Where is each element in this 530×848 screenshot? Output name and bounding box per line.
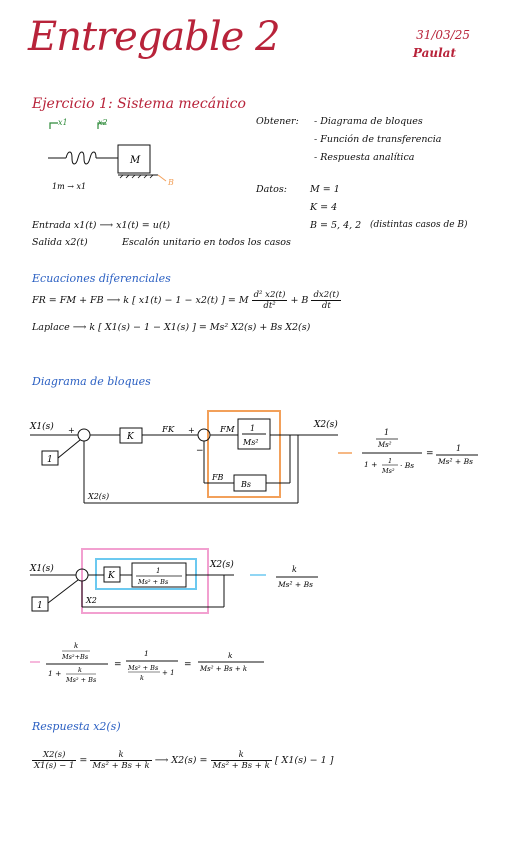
equals-sign: =: [79, 755, 88, 766]
equals-sign: =: [426, 449, 434, 459]
mass-tf-block: [237, 418, 271, 450]
mass-tf-num: 1: [250, 424, 255, 433]
escalon-text: Escalón unitario en todos los casos: [122, 237, 291, 248]
exercise-heading: Ejercicio 1: Sistema mecánico: [32, 96, 246, 112]
response-rhs-den: Ms² + Bs + k: [212, 761, 270, 771]
reduction-1-num: 1: [384, 428, 389, 437]
equation-1-left: FR = FM + FB ⟶ k [ x1(t) − 1 − x2(t) ] =: [32, 295, 236, 306]
reduction-3-step-den-b: k: [140, 674, 144, 682]
reduction-3-step-den-a: Ms² + Bs: [127, 664, 159, 672]
date-label: 31/03/25: [416, 28, 470, 42]
response-rhs-tail: [ X1(s) − 1 ]: [274, 755, 334, 766]
spring-note: 1m → x1: [52, 182, 86, 191]
response-lhs-den: X1(s) − 1: [34, 761, 75, 771]
reduction-3-result-num: k: [228, 651, 233, 660]
obtener-item: - Diagrama de bloques: [314, 116, 423, 127]
reduction-1-result-num: 1: [456, 444, 461, 453]
obtener-item: - Respuesta analítica: [314, 152, 415, 163]
obtener-item: - Función de transferencia: [314, 134, 442, 145]
x1-label: x1: [58, 118, 68, 127]
reduction-1-result-den: Ms² + Bs: [437, 457, 473, 466]
reduction-1-den-a: 1 +: [364, 460, 377, 469]
fb-label: FB: [211, 473, 224, 482]
obtener-label: Obtener:: [256, 116, 299, 127]
diagram2-input-label: X1(s): [29, 563, 54, 574]
plus-sign: +: [68, 426, 75, 435]
plant-num: 1: [156, 567, 160, 575]
salida-text: Salida x2(t): [32, 237, 88, 248]
damper-tf-label: Bs: [240, 480, 251, 489]
constant-value: 1: [37, 601, 43, 611]
reduction-3-den-num: k: [78, 666, 82, 674]
highlight-box-orange: [207, 410, 281, 498]
reduction-3-result-den: Ms² + Bs + k: [199, 665, 247, 673]
plant-den: Ms² + Bs: [137, 578, 169, 586]
respuesta-heading: Respuesta x2(s): [32, 720, 121, 733]
reduction-3-step-plus: + 1: [162, 669, 175, 677]
block-diagram-1: X1(s) + 1 K FK + − FM 1 Ms² X2(s) Bs FB …: [29, 410, 478, 504]
diagram1-input-label: X1(s): [29, 421, 54, 432]
reduction-1-den-den: Ms²: [381, 467, 395, 475]
ecuaciones-heading: Ecuaciones diferenciales: [32, 272, 171, 285]
gain-k-label: K: [126, 432, 135, 442]
equation-1-plus-b: + B: [290, 295, 309, 306]
diagram2-output-label: X2(s): [209, 559, 234, 570]
dato-k: K = 4: [310, 202, 338, 213]
spring-icon: [65, 151, 97, 165]
plus-sign: +: [188, 426, 195, 435]
reduction-3-num-den: Ms²+Bs: [61, 653, 89, 661]
equation-1-damper-den: dt: [321, 301, 331, 311]
feedback-label: X2(s): [87, 492, 109, 501]
response-rhs-num: k: [210, 750, 272, 761]
block-diagram-2: X1(s) 1 K 1 Ms² + Bs X2(s) X2 k Ms² + Bs: [29, 548, 318, 614]
dato-b: B = 5, 4, 2: [310, 220, 362, 231]
page-title: Entregable 2: [28, 14, 281, 60]
response-mid-num: k: [90, 750, 152, 761]
reduction-2-num: k: [292, 565, 297, 574]
reduction-2-den: Ms² + Bs: [277, 580, 313, 589]
equals-sign: =: [184, 660, 192, 670]
diagrama-heading: Diagrama de bloques: [32, 375, 151, 388]
mass-tf-den: Ms²: [242, 438, 259, 447]
mass-block: [117, 144, 151, 174]
dato-m: M = 1: [310, 184, 340, 195]
reduction-3-step-num: 1: [144, 649, 149, 658]
equation-1-mass-num: d² x2(t): [251, 290, 288, 301]
dato-b-note: (distintas casos de B): [370, 220, 468, 230]
x2-label: x2: [98, 118, 108, 127]
fk-label: FK: [161, 425, 175, 435]
diagram2-feedback-label: X2: [85, 596, 97, 605]
fm-label: FM: [219, 425, 235, 435]
author-signature: Paulat: [412, 46, 456, 60]
mechanical-system-sketch: x1 x2 M B 1m → x1: [48, 118, 174, 191]
diagram1-output-label: X2(s): [313, 419, 338, 430]
reduction-1-den-b: · Bs: [400, 461, 414, 470]
laplace-equation: Laplace ⟶ k [ X1(s) − 1 − X1(s) ] = Ms² …: [32, 322, 311, 333]
reduction-1-den: Ms²: [377, 441, 392, 449]
gain-k-label: K: [107, 571, 116, 581]
equation-1: FR = FM + FB ⟶ k [ x1(t) − 1 − x2(t) ] =…: [32, 290, 342, 311]
entrada-text: Entrada x1(t) ⟶ x1(t) = u(t): [32, 220, 171, 231]
mass-label: M: [129, 155, 141, 166]
minus-sign: −: [196, 446, 204, 456]
summing-junction-1: [77, 428, 91, 442]
equation-1-damper-num: dx2(t): [311, 290, 342, 301]
reduction-3-den-a: 1 +: [48, 669, 61, 678]
equation-1-m: M: [238, 295, 249, 306]
reduction-1-den-num: 1: [388, 457, 392, 465]
constant-block: [31, 596, 49, 612]
reduction-3-den-den: Ms² + Bs: [65, 676, 97, 684]
equation-1-mass-den: dt²: [263, 301, 276, 311]
response-mid-den: Ms² + Bs + k: [92, 761, 150, 771]
response-lhs-num: X2(s): [32, 750, 77, 761]
reduction-3: k Ms²+Bs 1 + k Ms² + Bs = 1 Ms² + Bs k +…: [30, 642, 264, 684]
datos-label: Datos:: [256, 184, 287, 195]
equals-sign: =: [114, 660, 122, 670]
reduction-3-num-num: k: [74, 642, 78, 650]
damper-label: B: [167, 178, 174, 187]
constant-value: 1: [47, 455, 53, 465]
response-arrow-lhs: ⟶ X2(s) =: [154, 755, 208, 766]
highlight-box-cyan: [95, 558, 197, 590]
